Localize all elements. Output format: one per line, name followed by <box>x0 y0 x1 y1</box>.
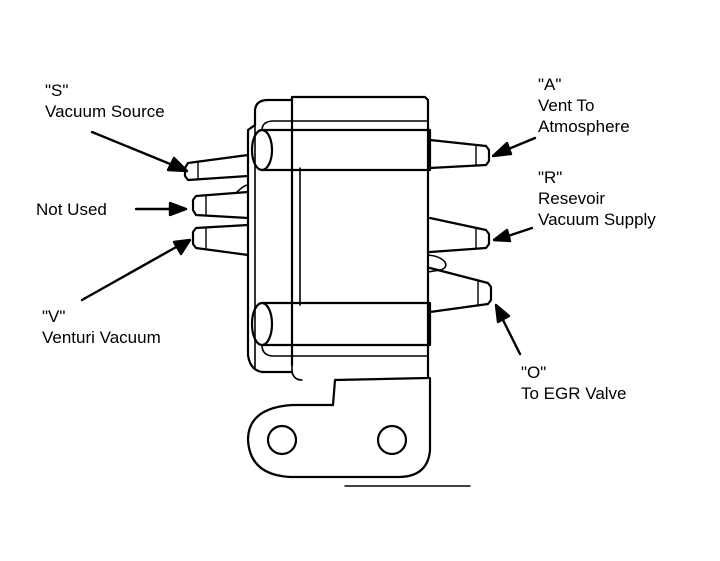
label-s-text: Vacuum Source <box>45 102 165 121</box>
label-r: "R" Resevoir Vacuum Supply <box>538 167 656 230</box>
port-a <box>428 138 491 170</box>
arrow-r-shaft <box>506 226 534 238</box>
arrow-not-used-head <box>168 201 188 217</box>
label-v: "V" Venturi Vacuum <box>42 306 161 348</box>
port-r-curve <box>427 254 447 273</box>
arrow-o-head <box>494 303 511 324</box>
arrow-a-shaft <box>504 136 537 152</box>
left-frame <box>246 123 294 374</box>
mounting-bracket <box>246 376 432 479</box>
port-not-used <box>191 190 250 220</box>
body-bottom-edge <box>291 359 303 381</box>
label-a-text-2: Atmosphere <box>538 117 630 136</box>
label-s-code: "S" <box>45 81 69 100</box>
label-a-code: "A" <box>538 75 562 94</box>
upper-band <box>260 128 432 172</box>
label-a: "A" Vent To Atmosphere <box>538 74 630 137</box>
upper-band-top-lip <box>261 120 429 131</box>
port-v <box>191 223 250 257</box>
arrow-v-shaft <box>80 244 180 302</box>
arrow-a-head <box>491 141 513 158</box>
arrow-v-head <box>172 238 192 256</box>
arrow-o-shaft <box>500 316 522 356</box>
label-v-code: "V" <box>42 307 66 326</box>
label-a-text-1: Vent To <box>538 96 595 115</box>
label-o-code: "O" <box>521 363 547 382</box>
label-not-used-text: Not Used <box>36 200 107 219</box>
arrow-s-head <box>166 156 189 173</box>
label-o: "O" To EGR Valve <box>521 362 627 404</box>
port-s <box>183 153 250 182</box>
lower-band-bottom <box>261 344 429 357</box>
arrow-s-shaft <box>90 130 177 168</box>
port-o <box>428 266 493 314</box>
mount-hole-right <box>376 424 408 456</box>
label-v-text: Venturi Vacuum <box>42 328 161 347</box>
port-not-used-hook <box>235 184 249 194</box>
label-r-code: "R" <box>538 168 563 187</box>
label-r-text-1: Resevoir <box>538 189 606 208</box>
label-o-text: To EGR Valve <box>521 384 627 403</box>
label-s: "S" Vacuum Source <box>45 80 165 122</box>
valve-body-outline <box>253 95 430 407</box>
label-not-used: Not Used <box>36 199 107 220</box>
mount-hole-left <box>266 424 298 456</box>
lower-band <box>260 301 432 347</box>
port-r <box>428 216 491 254</box>
arrow-r-head <box>492 228 512 243</box>
label-r-text-2: Vacuum Supply <box>538 210 656 229</box>
callout-arrows <box>80 130 537 356</box>
